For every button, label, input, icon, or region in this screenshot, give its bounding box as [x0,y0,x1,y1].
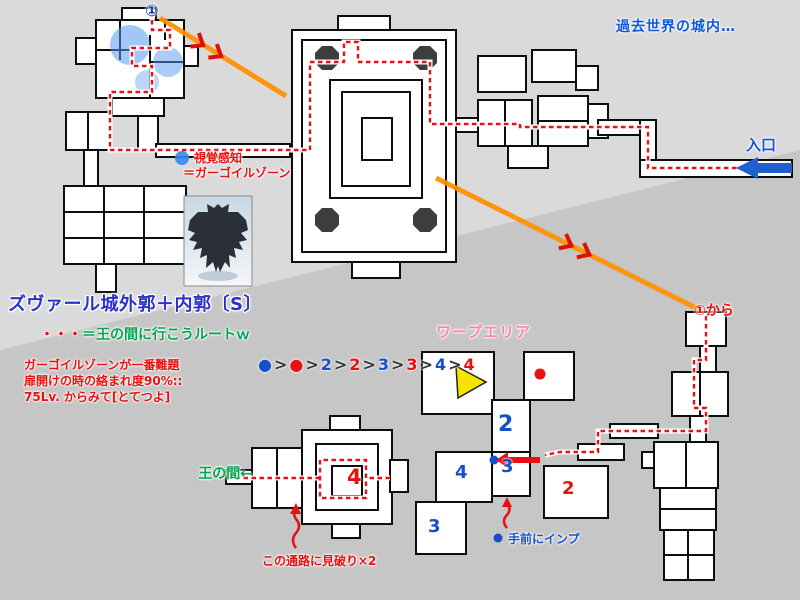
entrance-arrow [736,157,792,179]
squiggle-arrow-passage [290,503,301,549]
warp-sequence-item: > [273,355,288,374]
squiggle-arrow-imp [502,497,512,529]
past-world-note: 過去世界の城内… [616,19,736,35]
warp-sequence-item: ● [289,355,304,374]
map-room-number: 2 [498,412,514,437]
warp-sequence-item: > [333,355,348,374]
from-marker-one-label: ①から [694,303,734,319]
sense-sight-label: 視覚感知 [194,151,243,165]
warp-sequence-item: > [390,355,405,374]
warp-sequence-item: 4 [434,355,447,374]
warp-sequence-item: 4 [463,355,475,374]
warp-red-dot [534,368,546,380]
map-room-number: 3 [501,456,514,477]
gargoyle-note-line2: 扉開けの時の絡まれ度90%:: [24,374,183,388]
warp-sequence-item: 3 [406,355,418,374]
route-legend-text: ＝王の間に行こうルートｗ [82,327,250,343]
warp-sequence: ●>●>2>2>3>3>4>4 [258,355,477,374]
gargoyle-note-line1: ガーゴイルゾーンが一番難題 [24,358,180,372]
map-room-number: 3 [428,516,441,537]
map-room-number: 4 [347,465,362,489]
seethrough-note-label: この通路に見破り×2 [262,554,377,568]
warp-sequence-item: 3 [377,355,389,374]
warp-sequence-item: 2 [320,355,332,374]
gargoyle-silhouette [188,204,248,272]
teleport-direction-arrows [190,32,593,260]
current-position-cursor [455,364,488,400]
pillar-icon [315,208,339,232]
pillar-icon [413,208,437,232]
route-legend-dots: ・・・ [40,327,82,343]
gargoyle-image [183,195,253,287]
route-legend: ・・・＝王の間に行こうルートｗ [40,324,250,344]
warp-sequence-item: 2 [349,355,361,374]
warp-sequence-item: > [362,355,376,374]
imp-note-label: 手前にインプ [508,532,580,546]
entrance-label: 入口 [746,136,777,154]
marker-one-label: ① [145,1,159,20]
map-room-number: 4 [455,462,468,483]
warp-area-label: ワープエリア [436,323,532,341]
imp-dot [493,533,503,543]
warp-sequence-item: > [448,355,462,374]
warp-sequence-item: > [305,355,319,374]
gargoyle-zone-label: ＝ガーゴイルゾーン [183,166,291,180]
warp-sequence-item: > [419,355,433,374]
sight-aggro-dot [175,151,189,165]
warp-sequence-item: ● [258,355,272,374]
map-room-number: 2 [562,478,575,499]
warp-left-arrow [496,452,540,468]
throne-room-label: 王の間← [198,466,252,482]
gargoyle-note-line3: 75Lv. からみて[とてつよ] [24,390,171,404]
route-dotted [107,12,786,501]
warp-blue-dot [489,455,499,465]
teleport-line [158,15,702,313]
map-title: ズヴァール城外郭＋内郭〔S〕 [8,294,262,315]
